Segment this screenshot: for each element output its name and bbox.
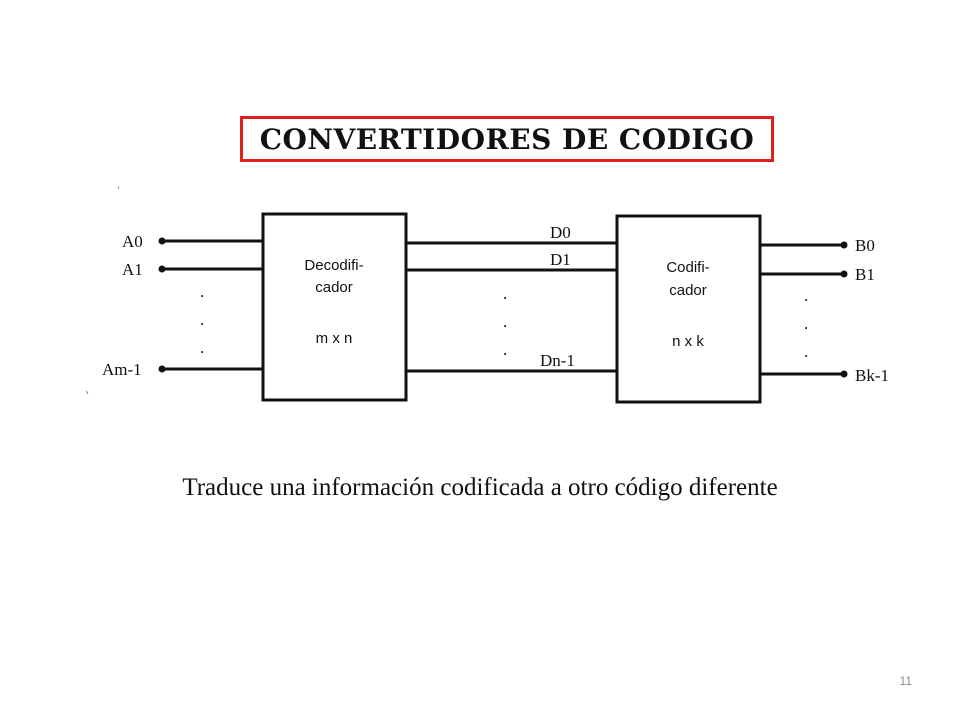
output-terminal-b0 (840, 241, 848, 249)
output-ellipsis-dot-3: . (804, 342, 808, 361)
input-terminal-am1 (158, 365, 166, 373)
scan-artifact-mark (117, 185, 120, 190)
output-ellipsis-dot-1: . (804, 286, 808, 305)
slide-title: CONVERTIDORES DE CODIGO (259, 122, 755, 156)
output-terminal-bk1 (840, 370, 848, 378)
input-label-a1: A1 (122, 260, 143, 279)
decoder-size-label: m x n (316, 330, 353, 347)
input-ellipsis-dot-2: . (200, 310, 204, 329)
input-ellipsis-dot-3: . (200, 338, 204, 357)
output-label-b1: B1 (855, 265, 875, 284)
decoder-label-2: cador (315, 279, 353, 296)
input-terminal-a1 (158, 265, 166, 273)
input-terminal-a0 (158, 237, 166, 245)
middle-label-d1: D1 (550, 250, 571, 269)
encoder-label-1: Codifi- (666, 259, 709, 276)
output-label-b0: B0 (855, 236, 875, 255)
output-ellipsis-dot-2: . (804, 314, 808, 333)
output-terminal-b1 (840, 270, 848, 278)
decoder-block (261, 212, 408, 402)
encoder-size-label: n x k (672, 333, 704, 350)
output-label-bk1: Bk-1 (855, 366, 889, 385)
middle-label-dn1: Dn-1 (540, 351, 575, 370)
decoder-label-1: Decodifi- (304, 257, 363, 274)
middle-ellipsis-dot-2: . (503, 312, 507, 331)
title-box: CONVERTIDORES DE CODIGO (240, 116, 774, 162)
input-ellipsis-dot-1: . (200, 282, 204, 301)
input-label-a0: A0 (122, 232, 143, 251)
encoder-block (615, 214, 762, 404)
scan-artifact-mark (85, 390, 89, 395)
encoder-label-2: cador (669, 282, 707, 299)
middle-ellipsis-dot-3: . (503, 340, 507, 359)
page-number: 11 (899, 674, 912, 688)
input-label-am1: Am-1 (102, 360, 142, 379)
middle-ellipsis-dot-1: . (503, 284, 507, 303)
middle-label-d0: D0 (550, 223, 571, 242)
slide-caption: Traduce una información codificada a otr… (182, 474, 778, 501)
